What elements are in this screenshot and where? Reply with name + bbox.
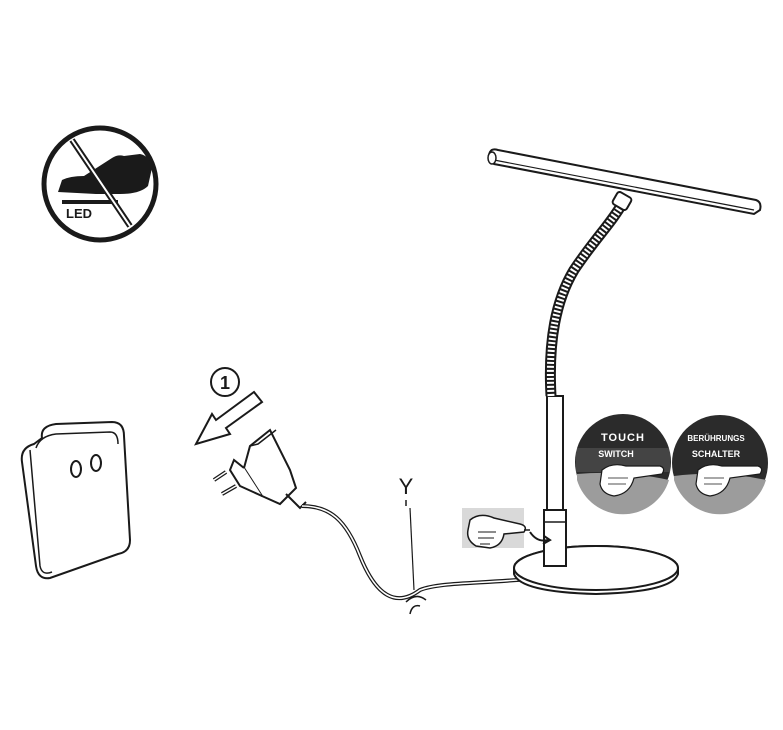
beruehrungs-schalter-badge: BERÜHRUNGS SCHALTER <box>672 415 768 515</box>
de-badge-bottom-label: SCHALTER <box>692 449 741 459</box>
step-number: 1 <box>210 367 240 397</box>
touch-switch-badge: TOUCH SWITCH <box>575 414 671 515</box>
touch-badge-bottom-label: SWITCH <box>598 449 634 459</box>
no-touch-led-icon: LED <box>41 125 159 243</box>
arrow-icon <box>193 390 264 446</box>
power-cable <box>301 504 541 615</box>
cable-marker-label: Y <box>399 474 414 499</box>
pointing-hand-icon <box>462 508 552 549</box>
step-number-label: 1 <box>220 373 230 393</box>
desk-lamp <box>487 148 762 596</box>
de-badge-top-label: BERÜHRUNGS <box>687 434 745 443</box>
power-adapter-icon <box>212 428 307 510</box>
cable-marker: Y <box>399 474 415 591</box>
wall-socket-icon <box>20 420 132 580</box>
led-label: LED <box>66 206 92 221</box>
touch-badge-top-label: TOUCH <box>601 432 645 444</box>
